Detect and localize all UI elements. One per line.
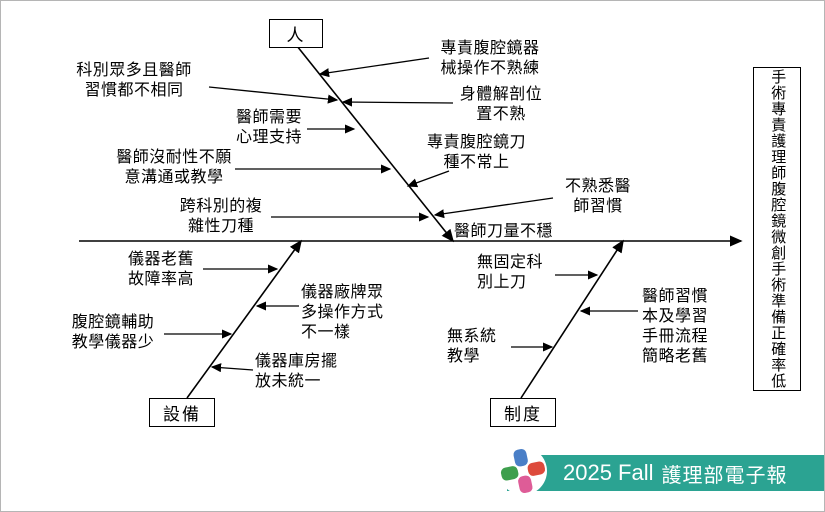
logo-petal-left <box>500 466 519 481</box>
equipment-branch-line <box>186 239 302 399</box>
cause-label-people-right-2: 身體解剖位 置不熟 <box>459 86 543 123</box>
logo-petal-top <box>513 448 528 467</box>
cause-label-people-left-3: 醫師沒耐性不願 意溝通或教學 <box>116 149 232 186</box>
cause-label-people-right-5: 醫師刀量不穩 <box>454 223 554 240</box>
arrow-people-right-1 <box>318 57 430 78</box>
cause-label-equipment-right-2: 儀器庫房擺 放未統一 <box>255 353 338 390</box>
cause-label-people-right-1: 專責腹腔鏡器 械操作不熟練 <box>440 40 540 77</box>
cause-label-people-right-4: 不熟悉醫 師習慣 <box>564 178 631 215</box>
banner-title-text: 護理部電子報 <box>661 464 788 487</box>
cause-label-system-left-2: 無系統 教學 <box>447 328 497 365</box>
logo-background-circle <box>499 447 547 495</box>
effect-statement-box: 手術專責護理師腹腔鏡微創手術準備正確率低 <box>753 67 801 391</box>
system-branch-line <box>520 239 624 399</box>
branch-box-people: 人 <box>269 19 323 48</box>
cause-label-equipment-right-1: 儀器廠牌眾 多操作方式 不一樣 <box>301 284 384 341</box>
arrow-equipment-right-2 <box>210 363 254 373</box>
arrow-people-right-2 <box>341 97 454 107</box>
arrow-people-left-1 <box>208 86 339 104</box>
nursing-cross-logo <box>499 447 547 495</box>
cause-label-people-right-3: 專責腹腔鏡刀 種不常上 <box>426 134 526 171</box>
people-branch-line <box>296 45 454 243</box>
cause-label-system-right-1: 醫師習慣 本及學習 手冊流程 簡略老舊 <box>642 288 709 365</box>
branch-box-equipment: 設備 <box>149 398 215 427</box>
branch-box-system: 制度 <box>490 398 556 427</box>
arrow-people-right-4 <box>433 197 554 219</box>
newsletter-banner: 2025 Fall 護理部電子報 <box>507 455 824 491</box>
logo-petal-right <box>527 461 546 476</box>
cause-label-people-left-2: 醫師需要 心理支持 <box>235 109 302 146</box>
cause-label-people-left-1: 科別眾多且醫師 習慣都不相同 <box>76 62 192 99</box>
cause-label-equipment-left-1: 儀器老舊 故障率高 <box>127 251 194 288</box>
cause-label-equipment-left-2: 腹腔鏡輔助 教學儀器少 <box>71 314 155 351</box>
banner-year-text: 2025 Fall <box>563 460 654 485</box>
cause-label-system-left-1: 無固定科 別上刀 <box>477 254 544 291</box>
cause-label-people-left-4: 跨科別的複 雜性刀種 <box>179 198 263 235</box>
logo-petal-bottom <box>518 475 533 494</box>
arrow-people-right-3 <box>406 170 450 188</box>
